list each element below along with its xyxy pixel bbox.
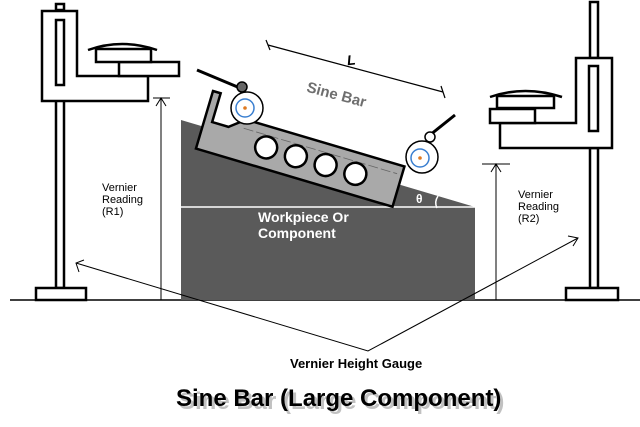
angle-arc (434, 195, 439, 209)
r2-label-line2: Reading (518, 201, 559, 213)
sine-bar-hole-3 (313, 152, 338, 178)
sine-bar-label: Sine Bar (305, 79, 368, 111)
left-dial-indicator (196, 68, 264, 125)
workpiece-label-line2: Component (258, 225, 336, 241)
r1-dimension-arrow (153, 97, 170, 300)
workpiece-label-line1: Workpiece Or (258, 209, 349, 225)
r1-label-line2: Reading (102, 194, 143, 206)
sine-bar-hole-2 (283, 143, 309, 169)
diagram-title-shadow: Sine Bar (Large Component) (179, 388, 504, 415)
r1-label-line3: (R1) (102, 206, 123, 218)
r2-label-line3: (R2) (518, 213, 539, 225)
length-label: L (346, 51, 356, 68)
sine-bar-hole-1 (253, 135, 279, 160)
diagram-title: Sine Bar (Large Component) (176, 385, 501, 412)
left-height-gauge (34, 2, 181, 302)
length-dimension (265, 39, 446, 99)
right-dial-indicator (405, 113, 456, 174)
sine-bar-hole-4 (343, 161, 368, 187)
r2-dimension-arrow (482, 163, 510, 300)
r1-label-line1: Vernier (102, 182, 137, 194)
r2-label-line1: Vernier (518, 189, 553, 201)
right-height-gauge (488, 0, 620, 302)
angle-label: θ (416, 192, 423, 206)
gauge-leader-lines (75, 235, 579, 352)
height-gauge-label: Vernier Height Gauge (290, 356, 422, 371)
